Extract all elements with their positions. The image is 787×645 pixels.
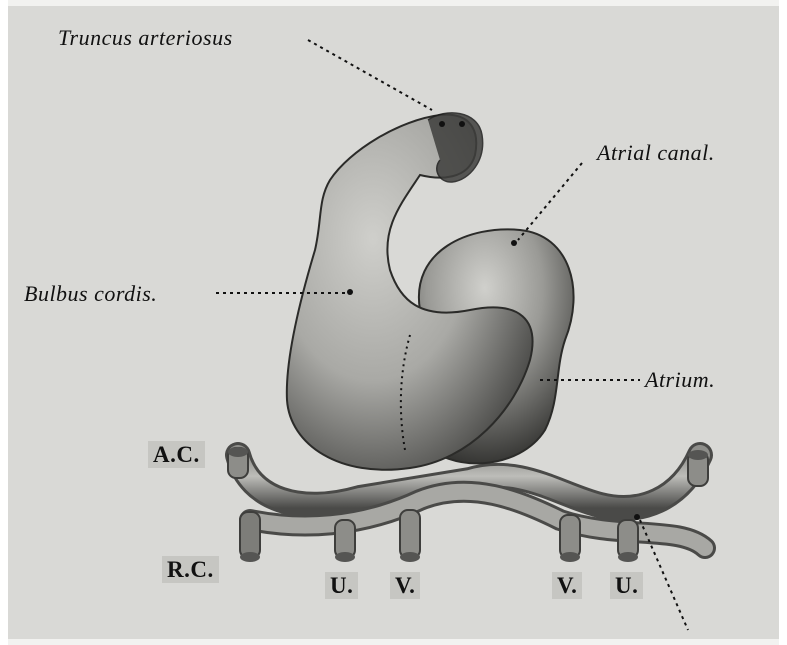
leader-truncus xyxy=(308,40,432,110)
label-u-left: U. xyxy=(325,572,358,599)
vessel-network xyxy=(228,447,708,562)
label-v-right: V. xyxy=(552,572,582,599)
label-bulbus-cordis: Bulbus cordis. xyxy=(24,281,157,307)
label-ac: A.C. xyxy=(148,441,205,468)
label-atrial-canal: Atrial canal. xyxy=(597,140,715,166)
label-atrium: Atrium. xyxy=(645,367,715,393)
label-truncus-arteriosus: Truncus arteriosus xyxy=(58,25,233,51)
label-u-right: U. xyxy=(610,572,643,599)
leader-atrial-canal xyxy=(518,163,582,240)
label-rc: R.C. xyxy=(162,556,219,583)
label-v-left: V. xyxy=(390,572,420,599)
